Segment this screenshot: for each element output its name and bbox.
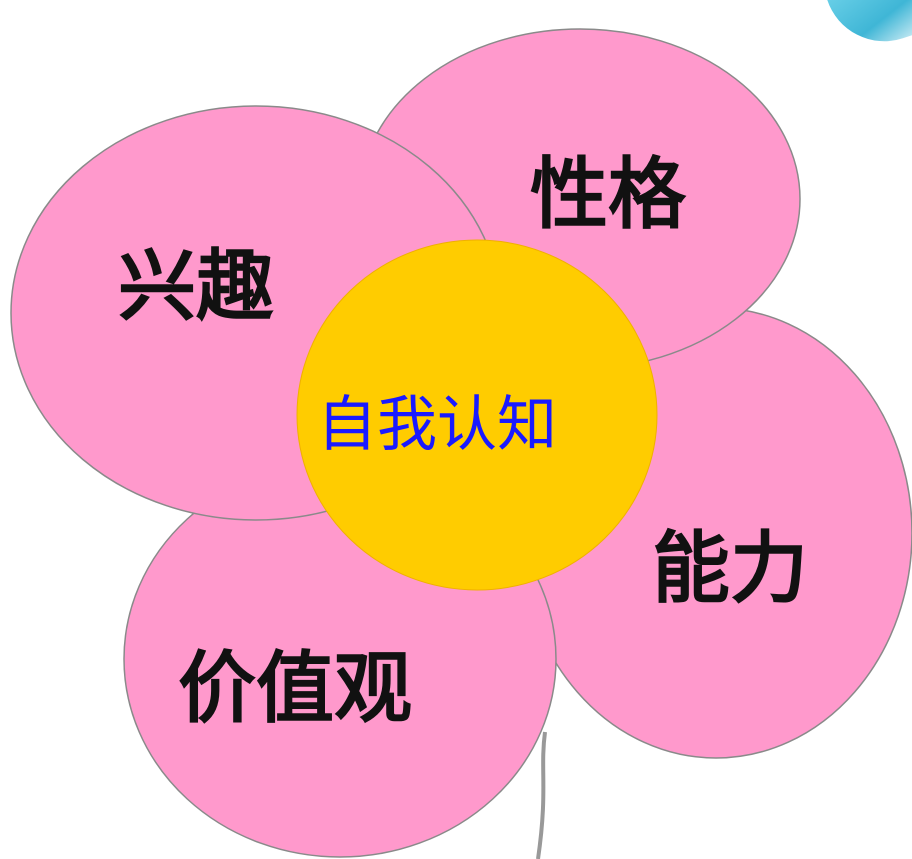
flower-stem <box>536 731 547 859</box>
petal-label-interest: 兴趣 <box>118 241 275 332</box>
center-circle <box>296 239 658 591</box>
petal-label-ability: 能力 <box>652 523 809 614</box>
center-label: 自我认知 <box>317 390 557 460</box>
petal-label-values: 价值观 <box>178 643 413 734</box>
petal-label-personality: 性格 <box>530 149 687 240</box>
